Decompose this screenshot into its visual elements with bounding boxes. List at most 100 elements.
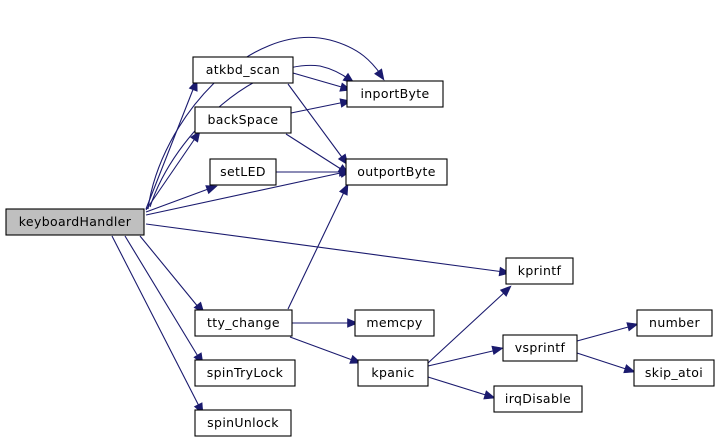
arrowhead-icon (626, 322, 639, 332)
edge-keyboardHandler-to-inportByte (149, 64, 355, 208)
node-label: memcpy (366, 315, 423, 330)
node-memcpy[interactable]: memcpy (354, 309, 435, 337)
arrowhead-icon (483, 390, 496, 400)
edge-vsprintf-to-skip_atoi (576, 352, 636, 374)
node-box[interactable] (194, 106, 292, 134)
node-label: number (649, 315, 700, 330)
edge-setLED-to-outportByte (276, 167, 351, 177)
arrowhead-icon (205, 185, 218, 195)
node-kprintf[interactable]: kprintf (505, 257, 574, 285)
edge-line (576, 352, 630, 371)
node-box[interactable] (209, 158, 277, 186)
node-box[interactable] (194, 359, 296, 387)
arrowhead-icon (190, 130, 201, 143)
edge-line (145, 86, 195, 210)
node-box[interactable] (5, 208, 145, 236)
arrowhead-icon (623, 364, 636, 374)
edge-line (285, 133, 345, 172)
arrowhead-icon (338, 183, 349, 196)
arrowhead-icon (491, 345, 504, 356)
node-box[interactable] (354, 309, 435, 337)
edge-tty_change-to-outportByte (287, 183, 349, 310)
node-layer: keyboardHandler atkbd_scan backSpace setLED… (5, 56, 715, 437)
node-box[interactable] (502, 334, 578, 362)
edge-keyboardHandler-to-tty_change (139, 235, 205, 314)
edge-line (124, 235, 200, 359)
node-box[interactable] (493, 385, 583, 413)
edge-keyboardHandler-to-atkbd_scan (145, 79, 198, 210)
edge-layer (111, 37, 639, 415)
edge-line (427, 349, 498, 367)
edge-kpanic-to-vsprintf (427, 345, 504, 367)
node-vsprintf[interactable]: vsprintf (502, 334, 578, 362)
node-box[interactable] (357, 359, 429, 387)
edge-line (576, 325, 633, 342)
edge-vsprintf-to-number (576, 322, 639, 342)
node-setLED[interactable]: setLED (209, 158, 277, 186)
node-label: vsprintf (515, 340, 566, 355)
edge-line (427, 290, 507, 364)
node-box[interactable] (636, 309, 713, 337)
edge-keyboardHandler-to-setLED (145, 185, 218, 213)
edge-line (289, 336, 356, 362)
node-label: kprintf (518, 263, 562, 278)
node-spinUnlock[interactable]: spinUnlock (194, 409, 292, 437)
edge-line (145, 223, 505, 273)
node-label: atkbd_scan (206, 62, 280, 77)
node-label: kpanic (371, 365, 414, 380)
node-keyboardHandler[interactable]: keyboardHandler (5, 208, 145, 236)
edge-line (427, 376, 490, 397)
node-box[interactable] (194, 309, 293, 337)
edge-line (290, 101, 346, 114)
node-outportByte[interactable]: outportByte (345, 158, 448, 186)
edge-line (145, 171, 346, 216)
edge-line (145, 187, 212, 213)
node-label: setLED (220, 164, 266, 179)
node-kpanic[interactable]: kpanic (357, 359, 429, 387)
node-label: keyboardHandler (19, 214, 132, 229)
edge-keyboardHandler-to-backSpace (145, 130, 201, 211)
edge-keyboardHandler-to-spinTryLock (124, 235, 204, 365)
node-label: irqDisable (505, 391, 571, 406)
arrowhead-icon (374, 68, 385, 81)
node-box[interactable] (505, 257, 574, 285)
arrowhead-icon (347, 318, 359, 328)
edge-line (287, 189, 346, 310)
node-label: spinUnlock (207, 415, 279, 430)
node-irqDisable[interactable]: irqDisable (493, 385, 583, 413)
node-box[interactable] (346, 80, 444, 108)
node-number[interactable]: number (636, 309, 713, 337)
edge-line (287, 83, 345, 161)
edge-line (292, 72, 346, 89)
edge-tty_change-to-memcpy (292, 318, 359, 328)
arrowhead-icon (499, 285, 512, 297)
node-box[interactable] (633, 359, 715, 387)
node-tty_change[interactable]: tty_change (194, 309, 293, 337)
node-box[interactable] (345, 158, 448, 186)
edge-atkbd_scan-to-inportByte (292, 72, 352, 92)
node-label: skip_atoi (645, 365, 703, 380)
edge-backSpace-to-inportByte (290, 98, 352, 114)
node-skip_atoi[interactable]: skip_atoi (633, 359, 715, 387)
edge-line (139, 235, 200, 309)
node-atkbd_scan[interactable]: atkbd_scan (192, 56, 294, 84)
edge-kpanic-to-irqDisable (427, 376, 496, 400)
edge-line (145, 136, 197, 211)
edge-line (147, 37, 383, 210)
node-label: inportByte (360, 86, 429, 101)
node-box[interactable] (192, 56, 294, 84)
node-label: tty_change (207, 315, 280, 330)
node-spinTryLock[interactable]: spinTryLock (194, 359, 296, 387)
edge-kpanic-to-kprintf (427, 285, 512, 364)
node-backSpace[interactable]: backSpace (194, 106, 292, 134)
arrowhead-icon (339, 167, 351, 177)
edge-keyboardHandler-to-kprintf (145, 223, 511, 277)
node-box[interactable] (194, 409, 292, 437)
edge-keyboardHandler-to-spinUnlock (111, 235, 204, 415)
node-label: outportByte (357, 164, 436, 179)
edge-tty_change-to-kpanic (289, 336, 362, 364)
node-inportByte[interactable]: inportByte (346, 80, 444, 108)
node-label: backSpace (208, 112, 279, 127)
